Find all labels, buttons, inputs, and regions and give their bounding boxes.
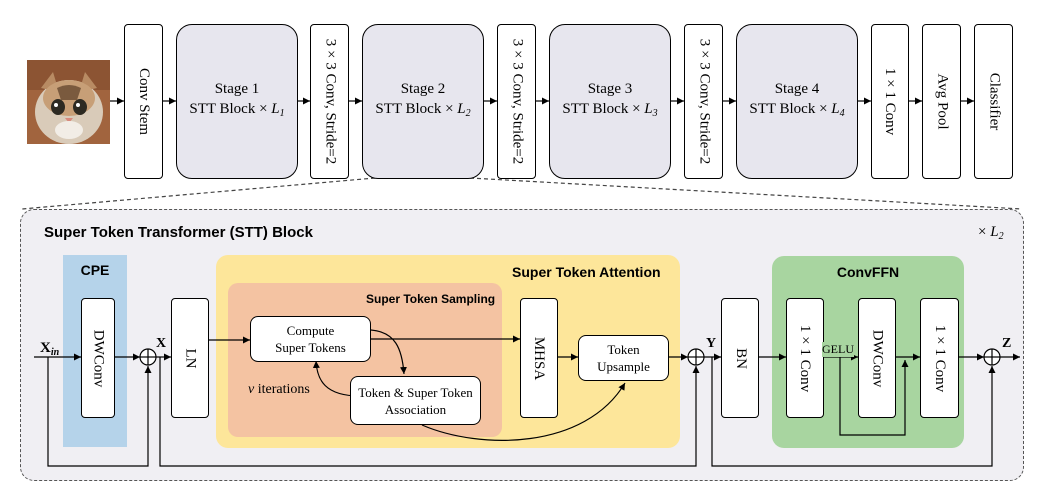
stage-2-title: Stage 2: [400, 81, 446, 97]
x-in-label: Xin: [40, 340, 60, 358]
ffn-conv1x1-a-label: 1 × 1 Conv: [797, 324, 814, 392]
input-image: [27, 60, 110, 144]
stage-3-title: Stage 3: [587, 81, 633, 97]
compute-super-tokens-box: Compute Super Tokens: [250, 316, 371, 362]
stt-block-title: Super Token Transformer (STT) Block: [44, 224, 313, 241]
x-label: X: [156, 336, 167, 351]
stt-block-repeat: × L2: [978, 224, 1004, 242]
conv-stem-label: Conv Stem: [136, 67, 152, 136]
token-upsample-box: Token Upsample: [578, 335, 669, 381]
ffn-conv1x1-b-box: 1 × 1 Conv: [920, 298, 959, 418]
stage-1-box: Stage 1 STT Block × L1: [176, 24, 298, 179]
downsample-3-label: 3 × 3 Conv, Stride=2: [696, 38, 712, 165]
classifier-box: Classifier: [974, 24, 1013, 179]
downsample-2-box: 3 × 3 Conv, Stride=2: [497, 24, 536, 179]
y-label: Y: [706, 336, 717, 351]
association-line-2: Association: [384, 401, 447, 417]
stage-4-box: Stage 4 STT Block × L4: [736, 24, 858, 179]
conv-stem-box: Conv Stem: [124, 24, 163, 179]
conv1x1-box: 1 × 1 Conv: [871, 24, 909, 179]
downsample-1-label: 3 × 3 Conv, Stride=2: [322, 38, 338, 165]
z-label: Z: [1002, 336, 1012, 351]
compute-line-1: Compute: [286, 323, 335, 338]
ln-box: LN: [171, 298, 209, 418]
convffn-title: ConvFFN: [836, 264, 900, 280]
association-line-1: Token & Super Token: [358, 384, 473, 400]
upsample-line-2: Upsample: [597, 359, 650, 374]
cpe-title: CPE: [80, 262, 110, 278]
stage-3-block-label: STT Block ×: [562, 101, 645, 117]
ffn-dwconv-box: DWConv: [858, 298, 896, 418]
downsample-3-box: 3 × 3 Conv, Stride=2: [684, 24, 723, 179]
avg-pool-box: Avg Pool: [922, 24, 961, 179]
stage-2-block-label: STT Block ×: [375, 101, 458, 117]
ffn-conv1x1-a-box: 1 × 1 Conv: [786, 298, 824, 418]
sta-title: Super Token Attention: [512, 264, 661, 280]
downsample-1-box: 3 × 3 Conv, Stride=2: [310, 24, 349, 179]
stage-2-box: Stage 2 STT Block × L2: [362, 24, 484, 179]
association-box: Token & Super Token Association: [350, 376, 481, 425]
stage-3-box: Stage 3 STT Block × L3: [549, 24, 671, 179]
bn-box: BN: [721, 298, 759, 418]
stage-4-block-label: STT Block ×: [749, 101, 832, 117]
gelu-label: GELU: [822, 342, 854, 357]
sts-title: Super Token Sampling: [366, 292, 496, 306]
ffn-dwconv-label: DWConv: [869, 329, 886, 387]
stage-1-title: Stage 1: [214, 81, 260, 97]
cpe-dwconv-box: DWConv: [81, 298, 115, 418]
stage-1-block-label: STT Block ×: [189, 101, 272, 117]
ln-label: LN: [182, 348, 199, 368]
upsample-line-1: Token: [607, 342, 640, 357]
downsample-2-label: 3 × 3 Conv, Stride=2: [509, 38, 525, 165]
conv1x1-label: 1 × 1 Conv: [882, 67, 899, 136]
iterations-label: v iterations: [248, 382, 310, 397]
ffn-conv1x1-b-label: 1 × 1 Conv: [932, 324, 948, 392]
cpe-dwconv-label: DWConv: [90, 329, 107, 387]
avg-pool-label: Avg Pool: [934, 73, 951, 130]
stage-4-title: Stage 4: [774, 81, 820, 97]
mhsa-box: MHSA: [520, 298, 558, 418]
mhsa-label: MHSA: [531, 336, 548, 380]
bn-label: BN: [732, 347, 749, 369]
compute-line-2: Super Tokens: [275, 340, 346, 355]
classifier-label: Classifier: [986, 72, 1002, 131]
cat-photo-icon: [27, 60, 110, 144]
